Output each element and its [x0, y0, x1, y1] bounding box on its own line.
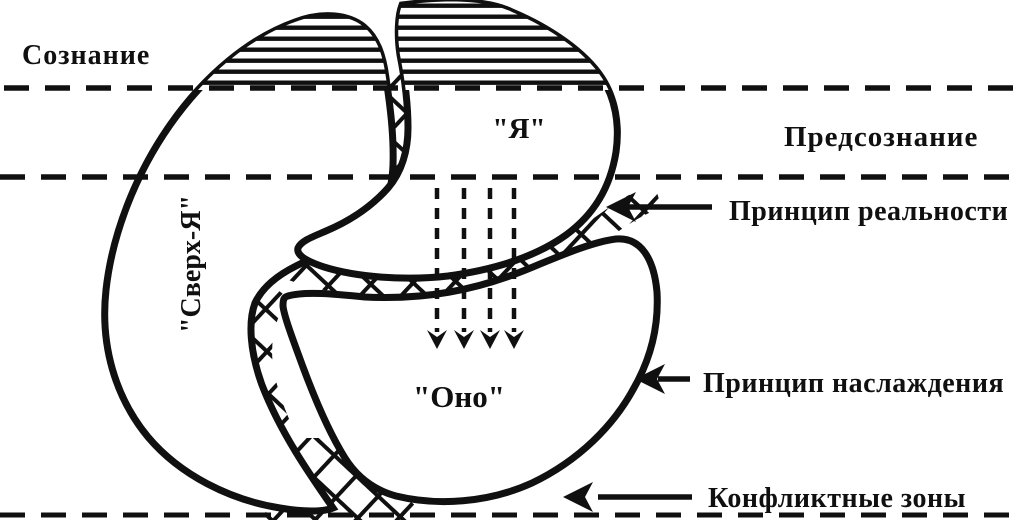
reality-principle-label: Принцип реальности	[729, 196, 1008, 227]
down-arrowhead-icon	[454, 330, 474, 349]
ego-consciousness-hatching	[390, 1, 618, 90]
pleasure-principle-label: Принцип наслаждения	[703, 368, 1004, 399]
superego-label: "Сверх-Я"	[176, 195, 207, 333]
id-label: "Оно"	[413, 379, 505, 414]
consciousness-label: Сознание	[22, 40, 150, 71]
left-arrowhead-icon	[606, 192, 636, 222]
repression-arrowheads	[427, 330, 524, 349]
down-arrowhead-icon	[504, 330, 524, 349]
preconsciousness-label: Предсознание	[784, 121, 978, 153]
ego-label: "Я"	[492, 113, 545, 145]
down-arrowhead-icon	[480, 330, 500, 349]
annotation-arrows	[563, 192, 712, 512]
down-arrowhead-icon	[427, 330, 447, 349]
id-blob	[279, 235, 661, 506]
repression-arrows	[434, 188, 517, 332]
conflict-zones-label: Конфликтные зоны	[708, 483, 966, 514]
left-arrowhead-icon	[563, 482, 593, 512]
left-arrowhead-icon	[635, 364, 665, 394]
